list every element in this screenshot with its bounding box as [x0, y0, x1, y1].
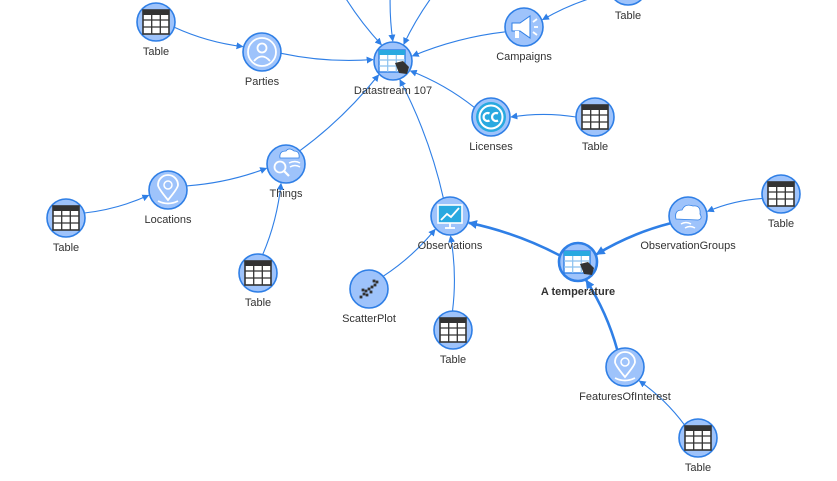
- table-icon: [52, 205, 80, 231]
- person-icon: [247, 37, 277, 67]
- edge-observations-to-datastream[interactable]: [399, 79, 444, 199]
- node-label: Table: [615, 10, 641, 22]
- node-table-obsgroups[interactable]: Table: [761, 174, 801, 230]
- node-label: Table: [685, 462, 711, 474]
- edge-licenses-to-datastream[interactable]: [409, 69, 475, 109]
- co2-cloud-icon: [675, 204, 702, 229]
- edge-obsgroups-to-atemp[interactable]: [595, 222, 671, 256]
- node-locations[interactable]: Locations: [144, 170, 192, 226]
- line-chart-icon: [437, 204, 463, 229]
- node-label: Table: [768, 218, 794, 230]
- table-icon: [439, 317, 467, 343]
- node-label: Table: [245, 297, 271, 309]
- datastream-icon: [378, 49, 409, 74]
- table-icon: [244, 260, 272, 286]
- node-label: Table: [53, 242, 79, 254]
- node-observations[interactable]: Observations: [418, 196, 483, 252]
- creative-commons-icon: [476, 102, 506, 132]
- node-parties[interactable]: Parties: [242, 32, 282, 88]
- edge-campaigns-to-datastream[interactable]: [411, 31, 506, 57]
- node-label: Datastream 107: [354, 85, 432, 97]
- edge-offscreen-c-to-datastream[interactable]: [403, 0, 445, 45]
- node-label: Table: [440, 354, 466, 366]
- node-table-foi[interactable]: Table: [678, 418, 718, 474]
- co2-sensor-icon: [273, 148, 301, 177]
- datastream-icon: [563, 250, 594, 275]
- edge-offscreen-b-to-datastream[interactable]: [388, 0, 396, 42]
- edges-layer: [84, 0, 763, 426]
- node-foi[interactable]: FeaturesOfInterest: [579, 347, 671, 403]
- edge-table-things-to-things[interactable]: [262, 182, 284, 255]
- edge-table-locations-to-locations[interactable]: [84, 194, 150, 214]
- edge-table-parties-to-parties[interactable]: [174, 26, 244, 50]
- node-label: Parties: [245, 76, 280, 88]
- node-label: A temperature: [541, 286, 615, 298]
- node-campaigns[interactable]: Campaigns: [496, 7, 552, 63]
- edge-foi-to-atemp[interactable]: [585, 279, 619, 351]
- megaphone-icon: [511, 15, 538, 39]
- node-atemp[interactable]: A temperature: [541, 241, 615, 298]
- node-label: FeaturesOfInterest: [579, 391, 671, 403]
- edge-things-to-datastream[interactable]: [299, 74, 380, 152]
- node-table-observations[interactable]: Table: [433, 310, 473, 366]
- edge-scatterplot-to-observations[interactable]: [382, 228, 436, 277]
- edge-table-obsgroups-to-obsgroups[interactable]: [706, 197, 763, 213]
- node-obsgroups[interactable]: ObservationGroups: [640, 196, 736, 252]
- node-label: Observations: [418, 240, 483, 252]
- table-icon: [767, 181, 795, 207]
- node-label: Things: [269, 188, 303, 200]
- node-datastream[interactable]: Datastream 107: [354, 41, 432, 97]
- node-label: Campaigns: [496, 51, 552, 63]
- scatter-plot-icon: [359, 279, 379, 299]
- nodes-layer: Datastream 107 Parties CampaignsLicensesTh…: [46, 0, 801, 474]
- edge-table-campaigns-to-campaigns[interactable]: [541, 0, 611, 21]
- node-table-locations[interactable]: Table: [46, 198, 86, 254]
- table-icon: [142, 9, 170, 35]
- edge-locations-to-things[interactable]: [186, 167, 268, 187]
- table-icon: [684, 425, 712, 451]
- node-table-things[interactable]: Table: [238, 253, 278, 309]
- edge-parties-to-datastream[interactable]: [280, 52, 374, 64]
- node-table-campaigns[interactable]: Table: [609, 0, 647, 22]
- node-table-parties[interactable]: Table: [136, 2, 176, 58]
- node-label: Licenses: [469, 141, 513, 153]
- edge-table-licenses-to-licenses[interactable]: [510, 112, 577, 120]
- map-pin-icon: [157, 174, 179, 205]
- node-label: Locations: [144, 214, 192, 226]
- edge-table-foi-to-foi[interactable]: [638, 380, 685, 426]
- edge-offscreen-a-to-datastream[interactable]: [335, 0, 382, 46]
- node-things[interactable]: Things: [266, 144, 306, 200]
- edge-atemp-to-observations[interactable]: [467, 220, 561, 257]
- node-label: Table: [143, 46, 169, 58]
- node-table-licenses[interactable]: Table: [575, 97, 615, 153]
- node-licenses[interactable]: Licenses: [469, 97, 513, 153]
- node-label: Table: [582, 141, 608, 153]
- node-scatterplot[interactable]: ScatterPlot: [342, 269, 396, 325]
- table-icon: [581, 104, 609, 130]
- map-pin-icon: [614, 351, 636, 382]
- node-circle: [614, 0, 642, 6]
- node-label: ScatterPlot: [342, 313, 396, 325]
- node-label: ObservationGroups: [640, 240, 736, 252]
- edge-table-observations-to-observations[interactable]: [448, 235, 456, 312]
